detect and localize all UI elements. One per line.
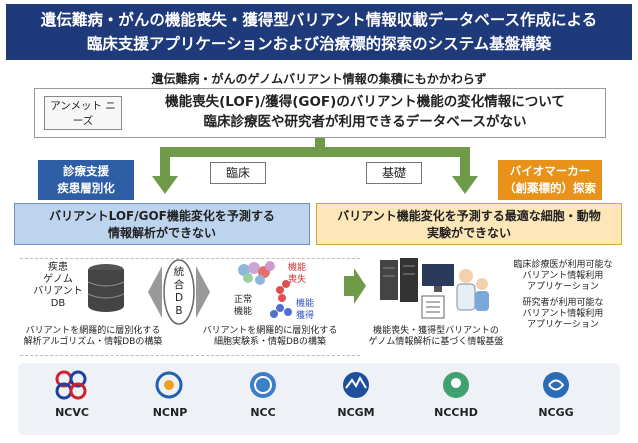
researcher-app-line-1: 研究者が利用可能な	[522, 298, 604, 308]
institution-ncvc: NCVC	[55, 406, 89, 419]
integrated-db-label: 統 合 D B	[170, 266, 188, 318]
left-arrow-head	[152, 176, 178, 194]
right-arrow-head	[452, 176, 478, 194]
ncgg-logo-icon	[543, 372, 569, 398]
gain-label-line-1: 機能	[296, 299, 315, 309]
loss-label-line-1: 機能	[288, 263, 307, 273]
infrastructure-illustration	[380, 258, 489, 319]
platform-caption-line-2: ゲノム情報解析に基づく情報基盤	[368, 337, 504, 347]
cell-clusters-illustration	[238, 261, 292, 318]
db-label-line-3: バリアント	[33, 286, 83, 297]
gain-label-line-2: 獲得	[296, 311, 315, 321]
server-icon	[380, 258, 418, 302]
left-problem-box: バリアントLOF/GOF機能変化を予測する 情報解析ができない	[14, 203, 310, 245]
integrated-db-char-1: 統	[173, 266, 185, 278]
cell-caption-line-2: 細胞実験系・情報DBの構築	[213, 337, 327, 347]
unmet-needs-label: アンメット ニーズ	[44, 96, 122, 130]
right-double-arrow-head	[196, 266, 210, 318]
gain-of-function-label: 機能 獲得	[296, 298, 324, 322]
ncchd-logo-icon	[443, 372, 469, 398]
unmet-needs-box	[34, 88, 606, 138]
right-problem-box: バリアント機能変化を予測する最適な細胞・動物 実験ができない	[316, 203, 622, 245]
title-line-1: 遺伝難病・がんの機能喪失・獲得型バリアント情報収載データベース作成による	[40, 11, 598, 29]
loss-cells	[276, 280, 290, 302]
unmet-text-line-1: 機能喪失(LOF)/獲得(GOF)のバリアント機能の変化情報について	[165, 94, 565, 110]
unmet-text-line-2: 臨床診療医や研究者が利用できるデータベースがない	[203, 114, 527, 130]
clinical-label: 臨床	[210, 162, 266, 184]
left-problem-line-1: バリアントLOF/GOF機能変化を予測する	[49, 209, 275, 223]
left-problem-line-2: 情報解析ができない	[107, 226, 216, 240]
integrated-db-char-4: B	[175, 305, 183, 317]
db-label-line-2: ゲノム	[43, 274, 73, 285]
checklist-icon	[421, 295, 445, 319]
information-platform-caption: 機能喪失・獲得型バリアントの ゲノム情報解析に基づく情報基盤	[356, 326, 516, 348]
cell-experiment-caption: バリアントを網羅的に層別化する 細胞実験系・情報DBの構築	[190, 326, 350, 348]
page-title: 遺伝難病・がんの機能喪失・獲得型バリアント情報収載データベース作成による 臨床支…	[6, 4, 632, 60]
clinical-support-tag: 診療支援 疾患層別化	[38, 160, 134, 200]
researcher-app-line-2: バリアント情報利用	[522, 309, 604, 319]
institution-ncgg: NCGG	[538, 406, 574, 419]
branch-arrows	[152, 138, 478, 194]
right-arrow-shaft	[315, 138, 470, 178]
db-label-line-4: DB	[50, 298, 66, 309]
db-label-line-1: 疾患	[48, 262, 68, 273]
platform-caption-line-1: 機能喪失・獲得型バリアントの	[373, 326, 499, 336]
left-double-arrow-head	[148, 266, 162, 318]
monitor-icon	[422, 264, 454, 292]
institution-logos-panel	[18, 363, 620, 435]
normal-cells	[238, 261, 275, 285]
researcher-app-label: 研究者が利用可能な バリアント情報利用 アプリケーション	[500, 298, 626, 331]
ncc-logo-icon	[250, 372, 276, 398]
researcher-app-line-3: アプリケーション	[527, 320, 599, 330]
biomarker-tag-line-1: バイオマーカー	[509, 164, 591, 178]
institution-ncnp: NCNP	[152, 406, 188, 419]
algorithm-caption: バリアントを網羅的に層別化する 解析アルゴリズム・情報DBの構築	[18, 326, 168, 348]
biomarker-tag: バイオマーカー （創薬標的）探索	[498, 160, 602, 200]
institution-ncchd: NCCHD	[434, 406, 478, 419]
integrated-db-char-3: D	[174, 292, 184, 304]
patient-icon	[475, 278, 489, 311]
cell-caption-line-1: バリアントを網羅的に層別化する	[202, 326, 338, 336]
ncvc-logo-icon	[55, 370, 87, 400]
integrated-db-arrows	[148, 259, 210, 325]
clinician-app-line-2: バリアント情報利用	[522, 271, 604, 281]
clinician-app-line-1: 臨床診療医が利用可能な	[513, 260, 613, 270]
loss-of-function-label: 機能 喪失	[288, 262, 316, 286]
unmet-needs-text: 機能喪失(LOF)/獲得(GOF)のバリアント機能の変化情報について 臨床診療医…	[130, 92, 600, 132]
loss-label-line-2: 喪失	[288, 275, 307, 285]
biomarker-tag-line-2: （創薬標的）探索	[504, 181, 596, 195]
subtitle: 遺伝難病・がんのゲノムバリアント情報の集積にもかかわらず	[151, 72, 487, 86]
clinical-support-tag-line-2: 疾患層別化	[57, 181, 115, 195]
gain-cells	[270, 304, 292, 318]
doctor-icon	[456, 269, 476, 311]
ncnp-logo-icon	[155, 371, 183, 399]
institution-ncgm: NCGM	[337, 406, 375, 419]
disease-db-label: 疾患 ゲノム バリアント DB	[30, 262, 86, 310]
clinician-app-line-3: アプリケーション	[527, 282, 599, 292]
normal-label-line-1: 正常	[234, 295, 253, 305]
institution-ncc: NCC	[250, 406, 276, 419]
clinician-app-label: 臨床診療医が利用可能な バリアント情報利用 アプリケーション	[500, 260, 626, 293]
algorithm-caption-line-1: バリアントを網羅的に層別化する	[25, 326, 161, 336]
normal-function-label: 正常 機能	[234, 294, 262, 318]
normal-label-line-2: 機能	[234, 307, 253, 317]
right-problem-line-2: 実験ができない	[426, 226, 511, 240]
basic-label: 基礎	[366, 162, 422, 184]
title-line-2: 臨床支援アプリケーションおよび治療標的探索のシステム基盤構築	[86, 35, 552, 53]
database-icon	[87, 264, 125, 312]
solution-area	[20, 258, 360, 356]
algorithm-caption-line-2: 解析アルゴリズム・情報DBの構築	[23, 337, 163, 347]
ncgm-logo-icon	[343, 372, 369, 398]
integrated-db-char-2: 合	[173, 279, 185, 291]
right-problem-line-1: バリアント機能変化を予測する最適な細胞・動物	[337, 209, 601, 223]
forward-arrow	[344, 268, 366, 304]
clinical-support-tag-line-1: 診療支援	[63, 164, 109, 178]
